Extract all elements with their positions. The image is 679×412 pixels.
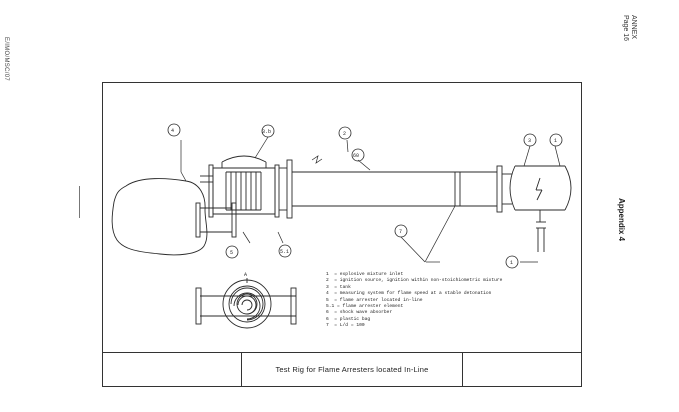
- detonation-pipe: [279, 159, 503, 219]
- legend-item: 6 = shock wave absorber: [326, 310, 393, 316]
- legend-item: 1 = explosive mixture inlet: [326, 272, 404, 277]
- legend: 1 = explosive mixture inlet 2 = ignition…: [326, 272, 502, 330]
- callout-2: [338, 126, 352, 140]
- legend-item: 2 = ignition source, ignition within non…: [326, 278, 503, 284]
- callout-3b-text: 3.b: [262, 129, 271, 135]
- callout-1: [549, 133, 563, 147]
- callout-lower-right-text: 1: [510, 260, 513, 266]
- leader-lines: [180, 136, 561, 263]
- callout-5-1-text: 5.1: [280, 249, 289, 255]
- callout-3b: [261, 124, 275, 138]
- title-block: [102, 352, 582, 387]
- inlet-pipe: [195, 202, 237, 238]
- callout-3-text: 3: [528, 138, 531, 144]
- callout-4-text: 4: [171, 128, 174, 134]
- view-a-detail: [195, 278, 297, 329]
- title-cell: [241, 352, 463, 387]
- flame-arrester-housing: [200, 155, 280, 218]
- callouts: [167, 123, 563, 269]
- legend-item: 5.1 = flame arrester element: [326, 304, 404, 310]
- plastic-bag-shape: [111, 178, 208, 256]
- legend-item: 7 = L/d = 100: [326, 323, 365, 329]
- view-a-label: A: [244, 272, 247, 278]
- callout-5-1: [278, 244, 292, 258]
- callout-7: [394, 224, 408, 238]
- callout-lower-right: [505, 255, 519, 269]
- callout-60-text: 60: [353, 153, 359, 159]
- tank: [502, 165, 572, 252]
- legend-item: 4 = measuring system for flame speed at …: [326, 291, 492, 297]
- callout-5-text: 5: [230, 250, 233, 256]
- callout-5: [225, 245, 239, 259]
- callout-60: [351, 148, 365, 162]
- figure-title: Test Rig for Flame Arresters located In-…: [275, 365, 429, 374]
- figure-frame: [102, 82, 582, 387]
- callout-2-text: 2: [343, 131, 346, 137]
- callout-3: [523, 133, 537, 147]
- scan-mark: [79, 186, 80, 218]
- legend-item: 3 = tank: [326, 284, 351, 290]
- legend-item: 6 = plastic bag: [326, 316, 371, 322]
- callout-7-text: 7: [399, 229, 402, 235]
- callout-1-text: 1: [554, 138, 557, 144]
- callout-4: [167, 123, 181, 137]
- legend-item: 5 = flame arrester located in-line: [326, 297, 423, 303]
